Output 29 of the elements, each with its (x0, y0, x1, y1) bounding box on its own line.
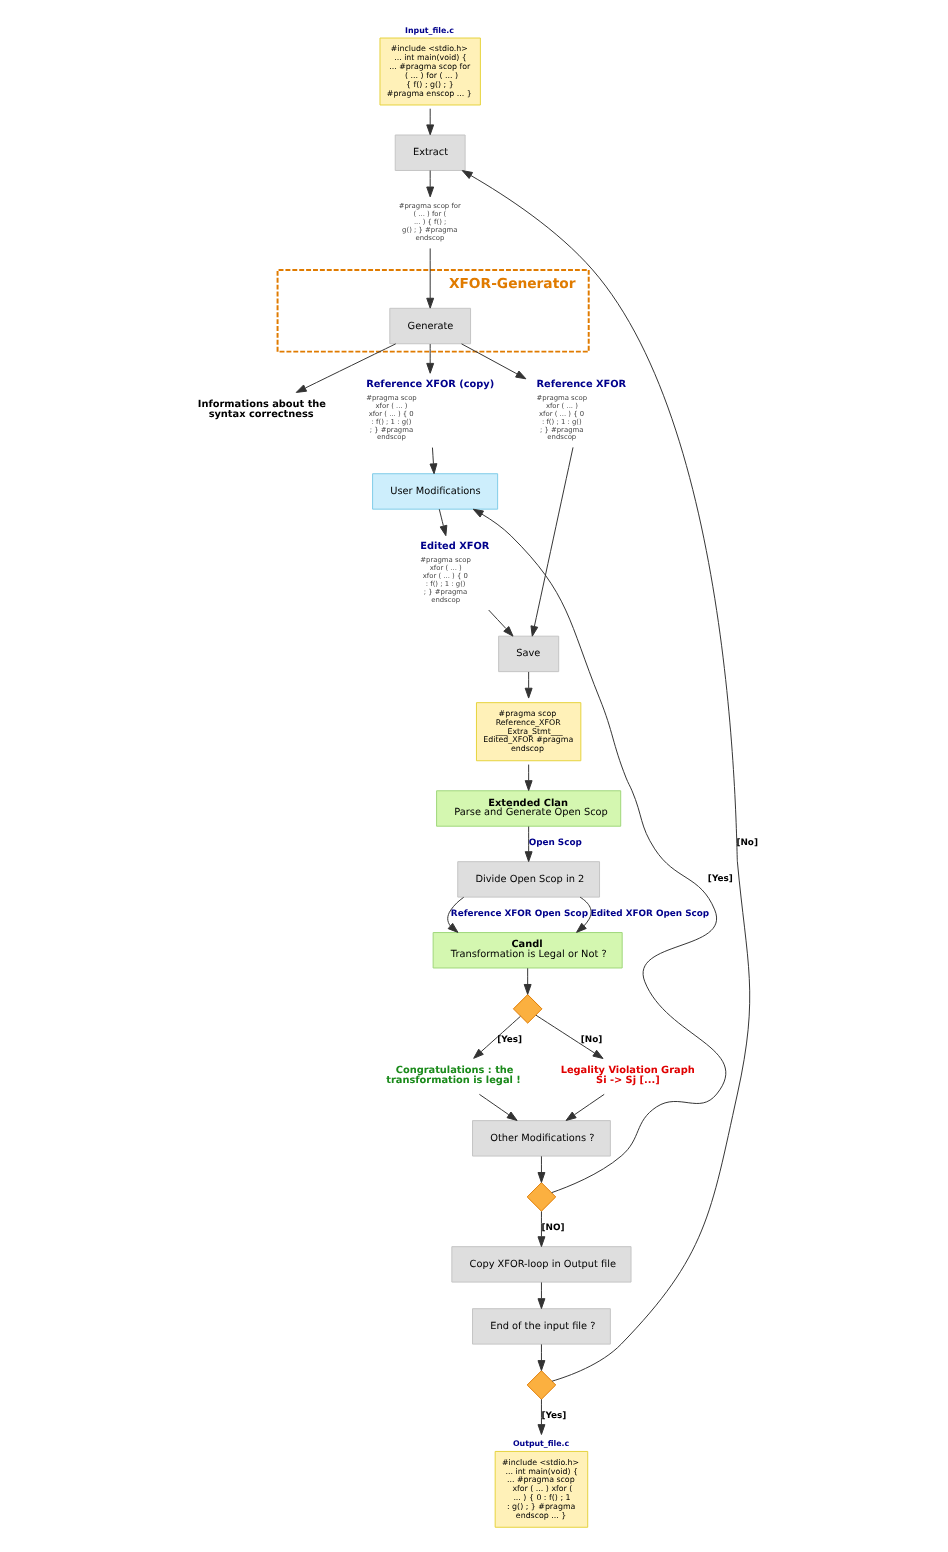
arrow (537, 1343, 546, 1371)
arrow (438, 508, 448, 537)
arrow (535, 1014, 604, 1059)
arrow (537, 1281, 546, 1309)
arrow (473, 1015, 521, 1059)
arrow (565, 1093, 605, 1121)
arrow (523, 967, 532, 995)
node-diamond (526, 1370, 557, 1400)
node-diamond (512, 994, 543, 1024)
arrow (429, 447, 438, 475)
arrow (524, 826, 533, 863)
arrow (537, 1211, 546, 1248)
arrow (426, 108, 435, 136)
arrow (447, 896, 465, 933)
arrow (524, 671, 533, 699)
arrow (295, 343, 397, 393)
arrow (461, 343, 527, 380)
arrow (524, 764, 533, 791)
arrow (461, 170, 751, 1382)
arrow (530, 446, 574, 637)
arrow (478, 1093, 518, 1121)
arrow (426, 170, 435, 198)
arrow (537, 1398, 546, 1435)
node-diamond (526, 1182, 557, 1212)
arrow (426, 343, 435, 374)
arrow (488, 609, 514, 637)
arrow (576, 896, 592, 933)
arrow (426, 247, 435, 309)
arrow (537, 1155, 546, 1183)
